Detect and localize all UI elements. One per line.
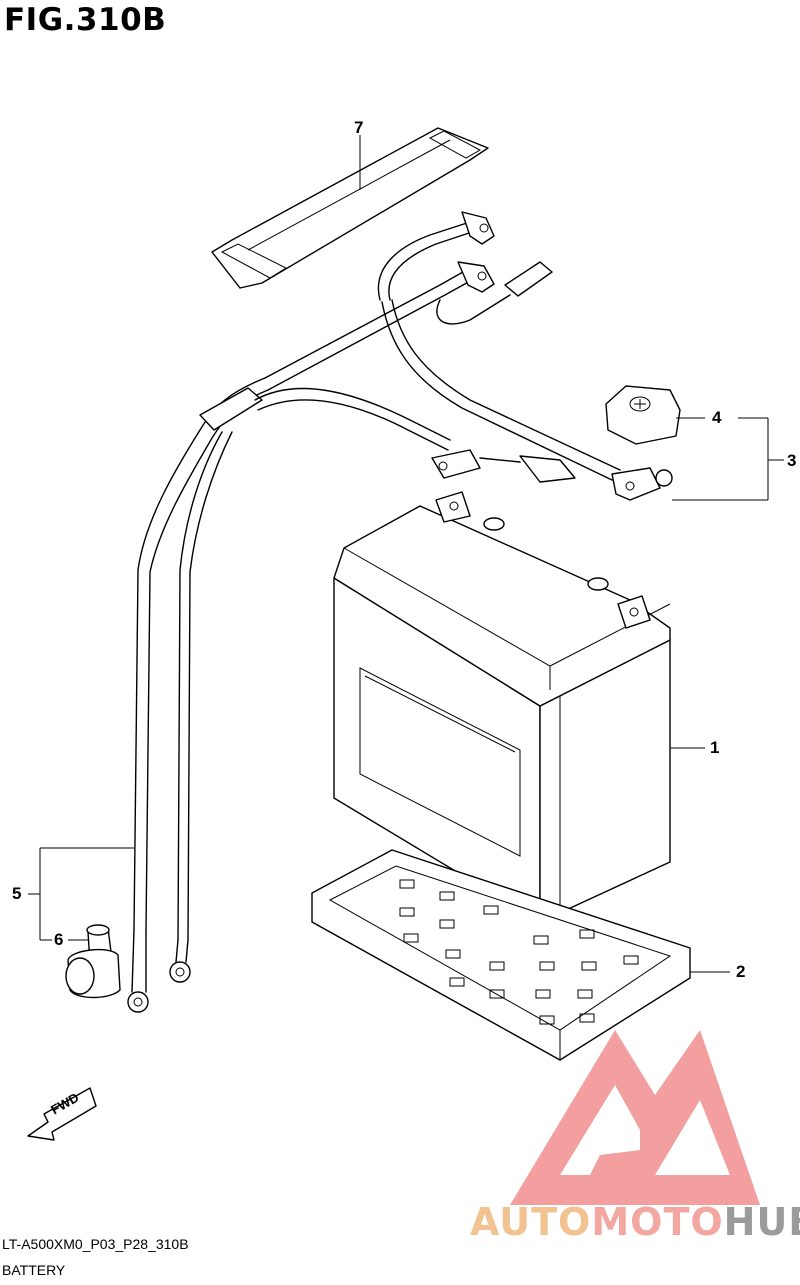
footer-name: BATTERY	[2, 1262, 66, 1278]
fwd-arrow-icon	[27, 1087, 97, 1141]
footer-code: LT-A500XM0_P03_P28_310B	[2, 1236, 189, 1252]
battery-band	[211, 127, 489, 289]
leader-5-6	[28, 847, 134, 941]
callout-4: 4	[712, 408, 722, 427]
figure-title: FIG.310B	[4, 2, 167, 38]
callout-3: 3	[787, 451, 797, 470]
leader-3-4	[672, 417, 784, 501]
watermark-part-hub: HUB	[723, 1200, 800, 1244]
battery-tray	[311, 849, 691, 1061]
callout-6: 6	[54, 930, 64, 949]
watermark-part-moto: MOTO	[591, 1200, 724, 1244]
terminal-cap	[65, 924, 121, 999]
terminal-cover	[605, 385, 681, 445]
callout-2: 2	[736, 962, 746, 981]
callout-5: 5	[12, 884, 22, 903]
battery	[333, 491, 671, 923]
watermark-part-auto: AUTO	[470, 1200, 592, 1244]
watermark-logo	[510, 1030, 760, 1205]
callout-1: 1	[710, 738, 720, 757]
callout-7: 7	[354, 118, 364, 137]
battery-harness	[127, 211, 673, 1013]
watermark-wordmark: AUTOMOTOHUB	[470, 1200, 800, 1244]
